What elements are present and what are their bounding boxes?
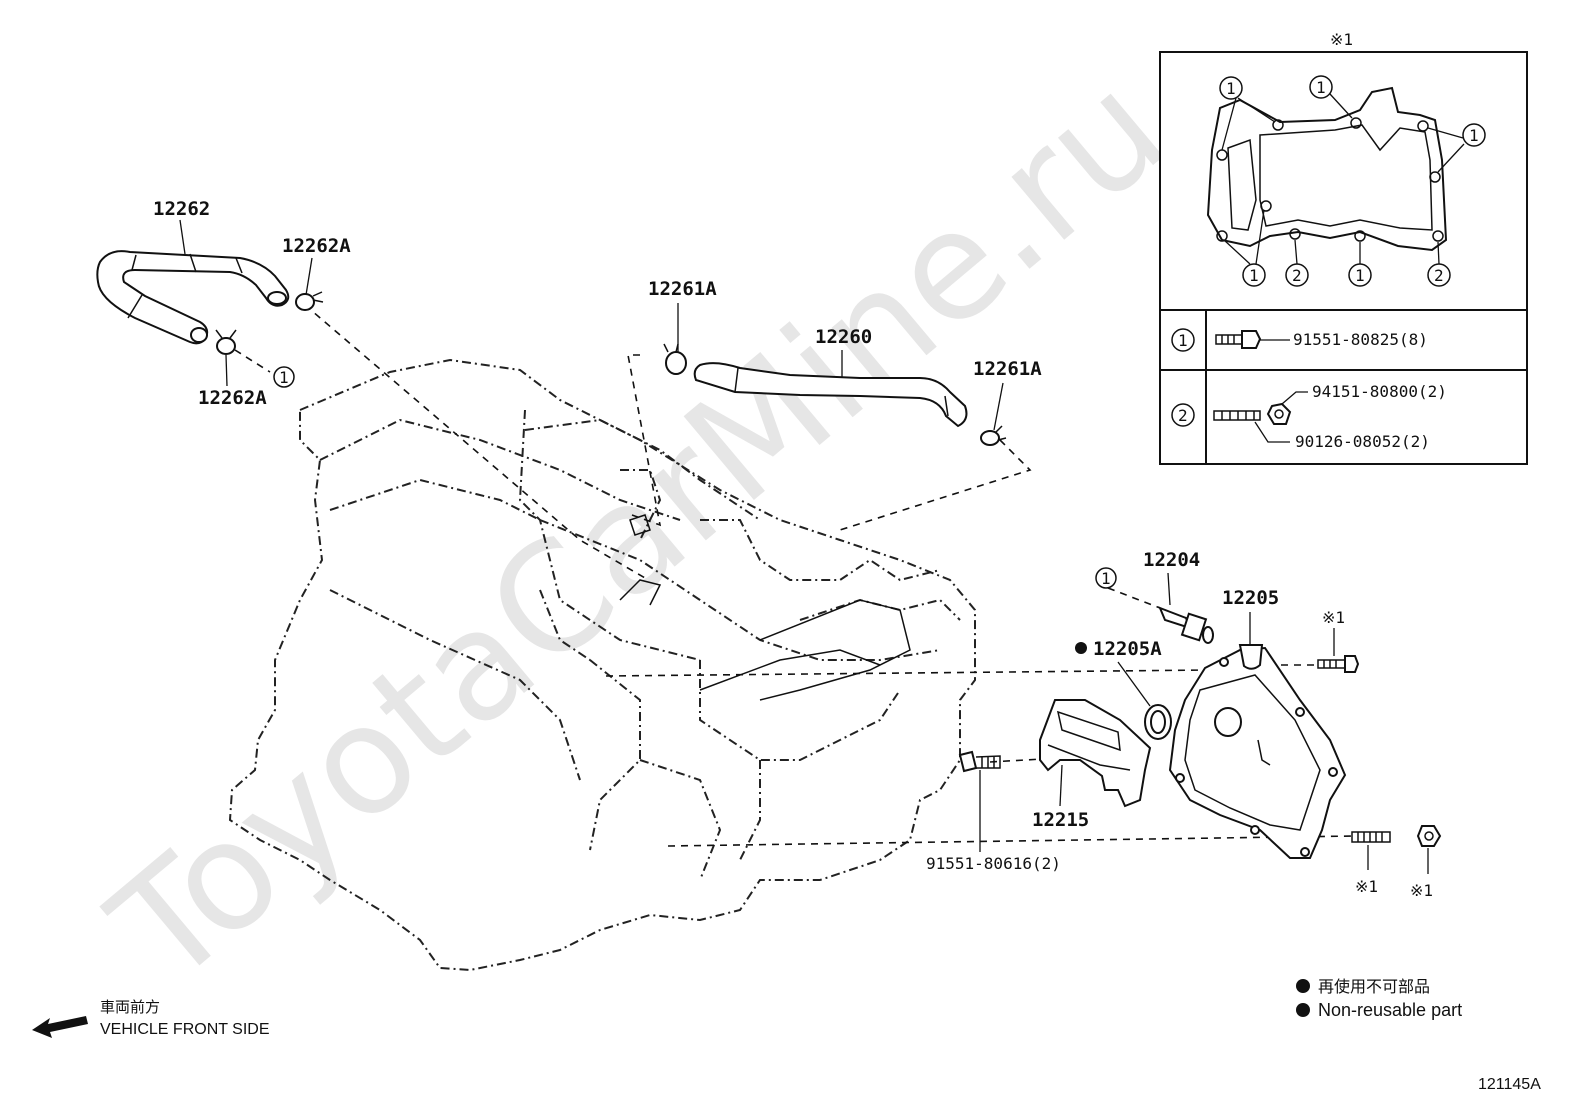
inset-part-row1: 91551-80825(8)	[1293, 330, 1428, 349]
pcv-valve-12204	[1158, 606, 1214, 644]
svg-text:1: 1	[1101, 569, 1111, 588]
inset-gasket-drawing	[1206, 86, 1448, 252]
inset-callouts: 1 1 1 1 2 1 2	[1219, 75, 1486, 287]
label-12261A-right: 12261A	[973, 358, 1042, 380]
label-12204: 12204	[1143, 549, 1200, 571]
label-12261A-left: 12261A	[648, 278, 717, 300]
non-reusable-marker	[1075, 642, 1087, 654]
svg-text:2: 2	[1292, 266, 1302, 285]
vehicle-front-direction: 車両前方 VEHICLE FRONT SIDE	[32, 998, 270, 1038]
separator-12215	[1039, 699, 1152, 808]
label-star-stud: ※1	[1355, 877, 1378, 896]
callout-1-valve: 1	[1095, 567, 1117, 589]
clip-12262A-top	[295, 291, 324, 311]
svg-text:2: 2	[1178, 406, 1188, 425]
hose-12260	[663, 343, 1007, 446]
engine-block-outline	[228, 358, 976, 972]
inset-title: ※1	[1330, 30, 1353, 49]
label-12260: 12260	[815, 326, 872, 348]
svg-text:1: 1	[1316, 78, 1326, 97]
label-star-top: ※1	[1322, 608, 1345, 627]
direction-en: VEHICLE FRONT SIDE	[100, 1021, 270, 1038]
clip-12262A-bottom	[215, 329, 237, 355]
gasket-12205A	[1144, 704, 1172, 740]
stud-star-bottom	[1351, 831, 1391, 843]
cover-12205	[1168, 644, 1347, 859]
inset-row-2: 2 94151-80800(2) 90126-08052(2)	[1171, 382, 1447, 451]
label-12205A: 12205A	[1093, 638, 1162, 660]
legend-en: Non-reusable part	[1318, 1000, 1462, 1020]
inset-row-1: 1 91551-80825(8)	[1171, 328, 1428, 352]
label-12262A-bottom: 12262A	[198, 387, 267, 409]
svg-text:1: 1	[1178, 331, 1188, 350]
svg-text:1: 1	[1249, 266, 1259, 285]
label-12205: 12205	[1222, 587, 1279, 609]
legend-jp: 再使用不可部品	[1318, 977, 1430, 996]
nut-star-bottom	[1416, 825, 1442, 847]
svg-text:1: 1	[1355, 266, 1365, 285]
direction-jp: 車両前方	[100, 998, 160, 1016]
svg-text:1: 1	[1226, 79, 1236, 98]
label-12262A-top: 12262A	[282, 235, 351, 257]
hose-12262	[96, 250, 290, 345]
part-labels: 12262 12262A 12262A 12261A 12260 12261A …	[153, 198, 1433, 900]
callout-1-left: 1	[273, 366, 295, 388]
front-arrow-icon	[32, 1016, 88, 1038]
inset-part-row2-stud: 90126-08052(2)	[1295, 432, 1430, 451]
svg-text:1: 1	[279, 368, 289, 387]
label-91551-80616: 91551-80616(2)	[926, 854, 1061, 873]
inset-part-row2-nut: 94151-80800(2)	[1312, 382, 1447, 401]
bolt-star-top	[1317, 655, 1360, 673]
legend: 再使用不可部品 Non-reusable part	[1296, 977, 1462, 1020]
label-12215: 12215	[1032, 809, 1089, 831]
inset-box: ※1 1 1 1 1	[1159, 30, 1528, 465]
label-star-nut: ※1	[1410, 881, 1433, 900]
figure-id: 121145A	[1478, 1076, 1541, 1093]
bolt-91551-80616	[958, 750, 1001, 773]
svg-text:1: 1	[1469, 126, 1479, 145]
svg-text:2: 2	[1434, 266, 1444, 285]
label-12262: 12262	[153, 198, 210, 220]
